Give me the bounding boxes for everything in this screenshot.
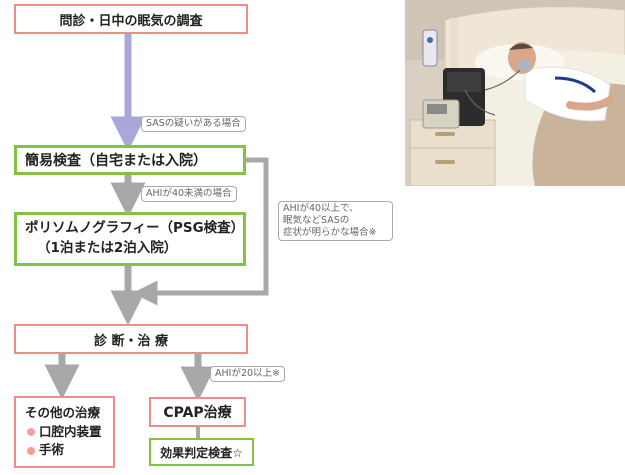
diagnosis-box: 診 断・治 療	[14, 324, 248, 354]
effect-test-label: 効果判定検査☆	[160, 445, 243, 460]
bullet-icon	[27, 446, 35, 455]
other-treatment-item: 手術	[25, 441, 64, 460]
cpap-patient-photo	[405, 0, 625, 186]
cpap-label: CPAP治療	[163, 405, 232, 421]
condition-ahi-under-40: AHIが40未満の場合	[141, 186, 237, 202]
other-treatment-item: 口腔内装置	[25, 423, 102, 442]
sleeping-patient-illustration	[405, 0, 625, 186]
psg-label-line2: （1泊または2泊入院）	[37, 240, 178, 256]
other-treatment-title: その他の治療	[25, 404, 101, 420]
simple-test-label: 簡易検査（自宅または入院）	[25, 153, 207, 169]
consult-label: 問診・日中の眠気の調査	[59, 13, 203, 29]
condition-sas-suspected: SASの疑いがある場合	[141, 116, 246, 132]
other-treatment-box: その他の治療 口腔内装置 手術	[14, 396, 115, 468]
psg-label-line1: ポリソムノグラフィー（PSG検査）	[25, 220, 245, 237]
condition-ahi-over-20: AHIが20以上※	[210, 366, 285, 382]
psg-box: ポリソムノグラフィー（PSG検査） （1泊または2泊入院）	[14, 212, 246, 266]
consult-box: 問診・日中の眠気の調査	[14, 4, 248, 34]
cpap-box: CPAP治療	[149, 397, 246, 427]
bullet-icon	[27, 428, 35, 437]
diagnosis-label: 診 断・治 療	[93, 333, 169, 349]
arrow-bypass-to-diagnosis	[132, 157, 269, 306]
effect-test-box: 効果判定検査☆	[149, 438, 254, 466]
simple-test-box: 簡易検査（自宅または入院）	[14, 145, 246, 175]
condition-ahi-over-40: AHIが40以上で、 眠気などSASの 症状が明らかな場合※	[278, 201, 393, 241]
